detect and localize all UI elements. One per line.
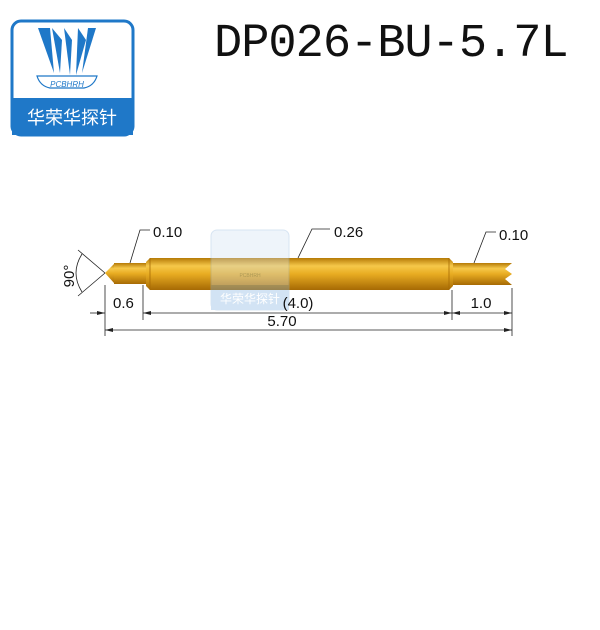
tip-diameter-label: 0.10: [153, 224, 182, 241]
part-number-title: DP026-BU-5.7L: [214, 18, 569, 71]
logo-latin-text: PCBHRH: [50, 80, 84, 89]
tail-length-label: 1.0: [471, 295, 492, 312]
arrowheads: [97, 311, 512, 332]
watermark-cn: 华荣华探针: [220, 291, 280, 306]
pin-tip: [105, 264, 114, 283]
logo-cn-text: 华荣华探针: [27, 108, 117, 128]
watermark-logo: PCBHRH 华荣华探针: [210, 229, 290, 311]
watermark-latin: PCBHRH: [239, 273, 261, 279]
pin-tail: [453, 263, 512, 285]
tip-length-label: 0.6: [113, 295, 134, 312]
crown-icon: [36, 28, 98, 89]
barrel-diameter-label: 0.26: [334, 224, 363, 241]
pin-barrel: [146, 258, 453, 290]
barrel-length-label: (4.0): [283, 295, 314, 312]
tail-diameter-label: 0.10: [499, 227, 528, 244]
pin-plunger-front: [114, 263, 146, 284]
probe-pin: [105, 258, 512, 290]
total-length-label: 5.70: [267, 313, 296, 330]
tip-angle-label: 90°: [61, 265, 78, 288]
company-logo: PCBHRH 华荣华探针: [10, 19, 135, 137]
dimension-lines: [75, 228, 513, 336]
